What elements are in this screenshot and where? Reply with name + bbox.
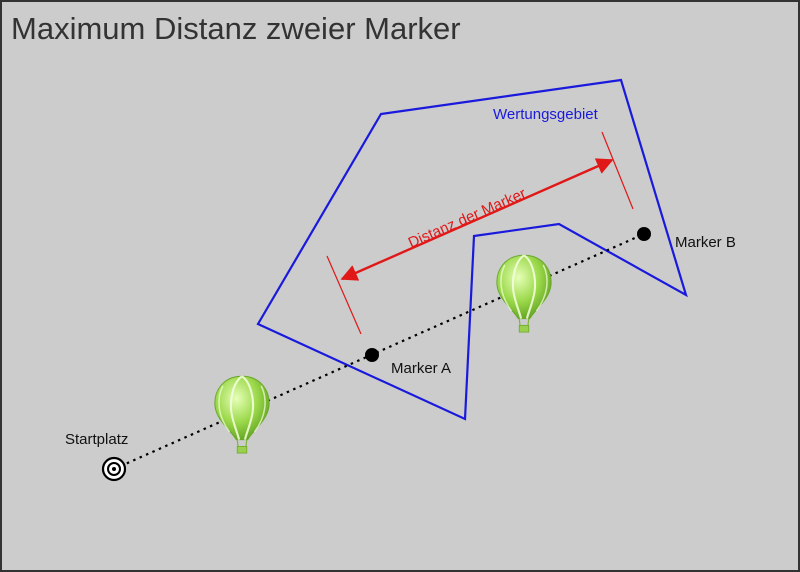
scoring-area-polygon xyxy=(256,78,688,421)
scoring-area-label: Wertungsgebiet xyxy=(493,106,599,123)
flight-path-line xyxy=(113,232,645,471)
target-icon xyxy=(101,456,127,482)
marker-b-dot-icon xyxy=(637,227,651,241)
hot-air-balloon-icon xyxy=(495,254,553,334)
marker-b-label: Marker B xyxy=(675,234,736,251)
marker-a-label: Marker A xyxy=(391,360,451,377)
distance-label: Distanz der Marker xyxy=(406,185,529,252)
distance-arrow xyxy=(340,158,614,281)
marker-a-dot-icon xyxy=(365,348,379,362)
distance-extension-b xyxy=(601,131,634,210)
distance-extension-a xyxy=(326,255,362,335)
launch-site-label: Startplatz xyxy=(65,431,128,448)
page-title: Maximum Distanz zweier Marker xyxy=(11,11,461,46)
hot-air-balloon-icon xyxy=(213,375,271,455)
